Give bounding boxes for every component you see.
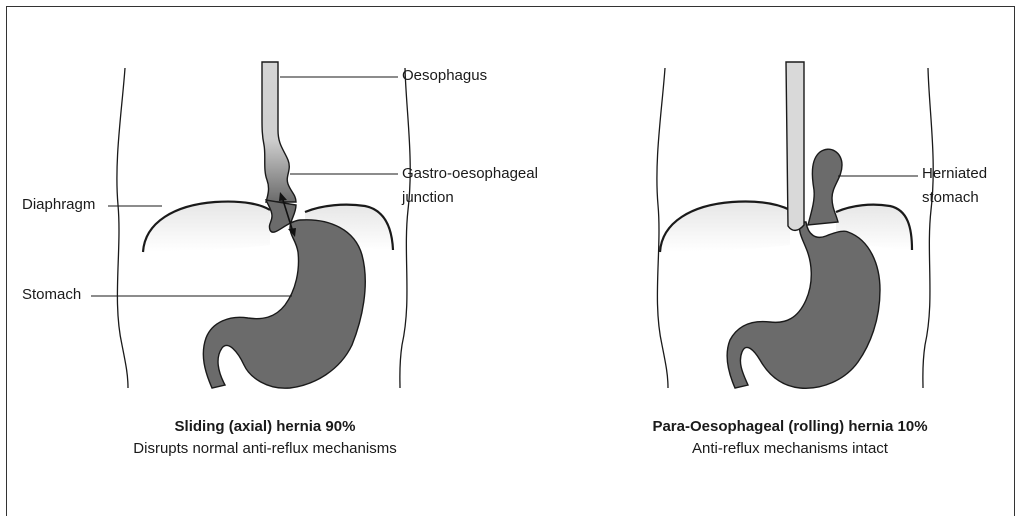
label-herniated-line1: Herniated	[922, 164, 987, 184]
body-wall-left	[117, 68, 128, 388]
body-wall-right-2	[923, 68, 933, 388]
body-wall-right	[400, 68, 410, 388]
label-ge-junction-line1: Gastro-oesophageal	[402, 164, 538, 184]
caption-rolling: Para-Oesophageal (rolling) hernia 10% An…	[630, 416, 950, 460]
caption-rolling-title: Para-Oesophageal (rolling) hernia 10%	[630, 416, 950, 438]
body-wall-left-2	[657, 68, 668, 388]
oesophagus-2	[786, 62, 804, 230]
diaphragm-fill	[143, 202, 270, 252]
caption-sliding: Sliding (axial) hernia 90% Disrupts norm…	[110, 416, 420, 460]
label-oesophagus: Oesophagus	[402, 66, 487, 86]
rolling-hernia-figure	[657, 62, 933, 388]
caption-sliding-title: Sliding (axial) hernia 90%	[110, 416, 420, 438]
label-ge-junction-line2: junction	[402, 188, 454, 208]
caption-rolling-sub: Anti-reflux mechanisms intact	[630, 438, 950, 460]
label-herniated-line2: stomach	[922, 188, 979, 208]
oesophagus	[262, 62, 296, 202]
label-diaphragm: Diaphragm	[22, 195, 95, 215]
diaphragm-fill-2	[660, 202, 790, 252]
caption-sliding-sub: Disrupts normal anti-reflux mechanisms	[110, 438, 420, 460]
label-stomach: Stomach	[22, 285, 81, 305]
sliding-hernia-figure	[91, 62, 410, 388]
